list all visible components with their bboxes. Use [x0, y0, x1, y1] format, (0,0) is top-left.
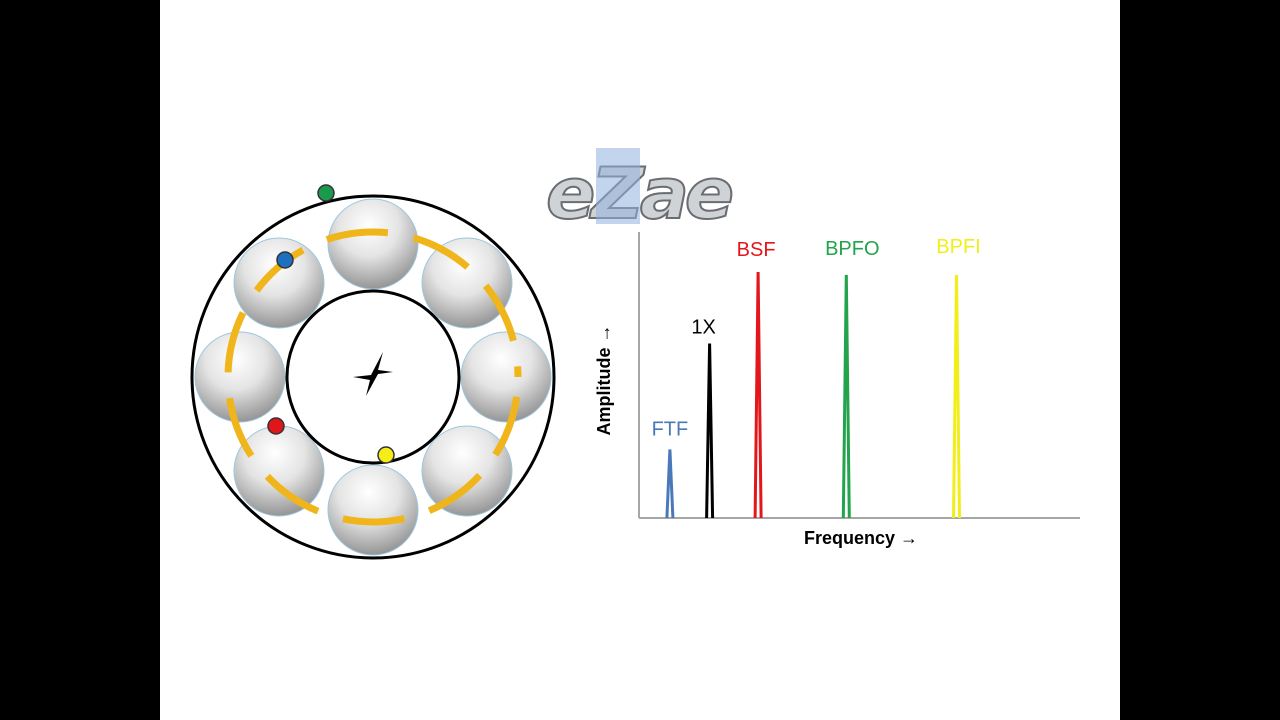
peak-bpfi: [952, 274, 961, 519]
slide: eZae Frequency → Amplitude → FTF 1X BSF BPF…: [160, 0, 1120, 720]
shaft-center-icon: [353, 352, 393, 396]
peak-bsf: [753, 271, 763, 519]
ball-marker: [267, 417, 285, 435]
peak-ftf: [665, 449, 675, 519]
x-axis-title: Frequency →: [804, 528, 918, 548]
peak-label-1x: 1X: [691, 317, 715, 339]
frequency-spectrum-chart: Frequency → Amplitude → FTF 1X BSF BPFO BPFI: [594, 232, 1080, 548]
rolling-ball: [421, 425, 513, 517]
peak-label-bpfi: BPFI: [936, 236, 980, 258]
peak-bpfo: [841, 274, 851, 519]
peak-set: FTF 1X BSF BPFO BPFI: [652, 236, 981, 519]
cage-path: [224, 228, 522, 526]
peak-label-bsf: BSF: [737, 239, 776, 261]
rolling-ball: [327, 198, 419, 290]
ezae-logo: eZae: [545, 148, 737, 236]
rolling-ball: [421, 237, 513, 329]
peak-label-ftf: FTF: [652, 418, 689, 440]
cage-marker: [276, 251, 294, 269]
rolling-ball: [460, 331, 552, 423]
slide-canvas: eZae Frequency → Amplitude → FTF 1X BSF BPF…: [190, 148, 1080, 560]
rolling-ball: [327, 464, 419, 556]
y-axis-title: Amplitude →: [594, 325, 614, 436]
bearing-diagram: [190, 184, 556, 560]
rolling-ball: [194, 331, 286, 423]
marker-set: [267, 184, 395, 464]
inner-race-marker: [377, 446, 395, 464]
logo-accent: [596, 148, 640, 224]
peak-1x: [705, 343, 715, 519]
ball-set: [194, 198, 552, 556]
rolling-ball: [233, 425, 325, 517]
logo-text: eZae: [546, 153, 732, 235]
rolling-ball: [233, 237, 325, 329]
peak-label-bpfo: BPFO: [825, 238, 879, 260]
outer-race-marker: [317, 184, 335, 202]
